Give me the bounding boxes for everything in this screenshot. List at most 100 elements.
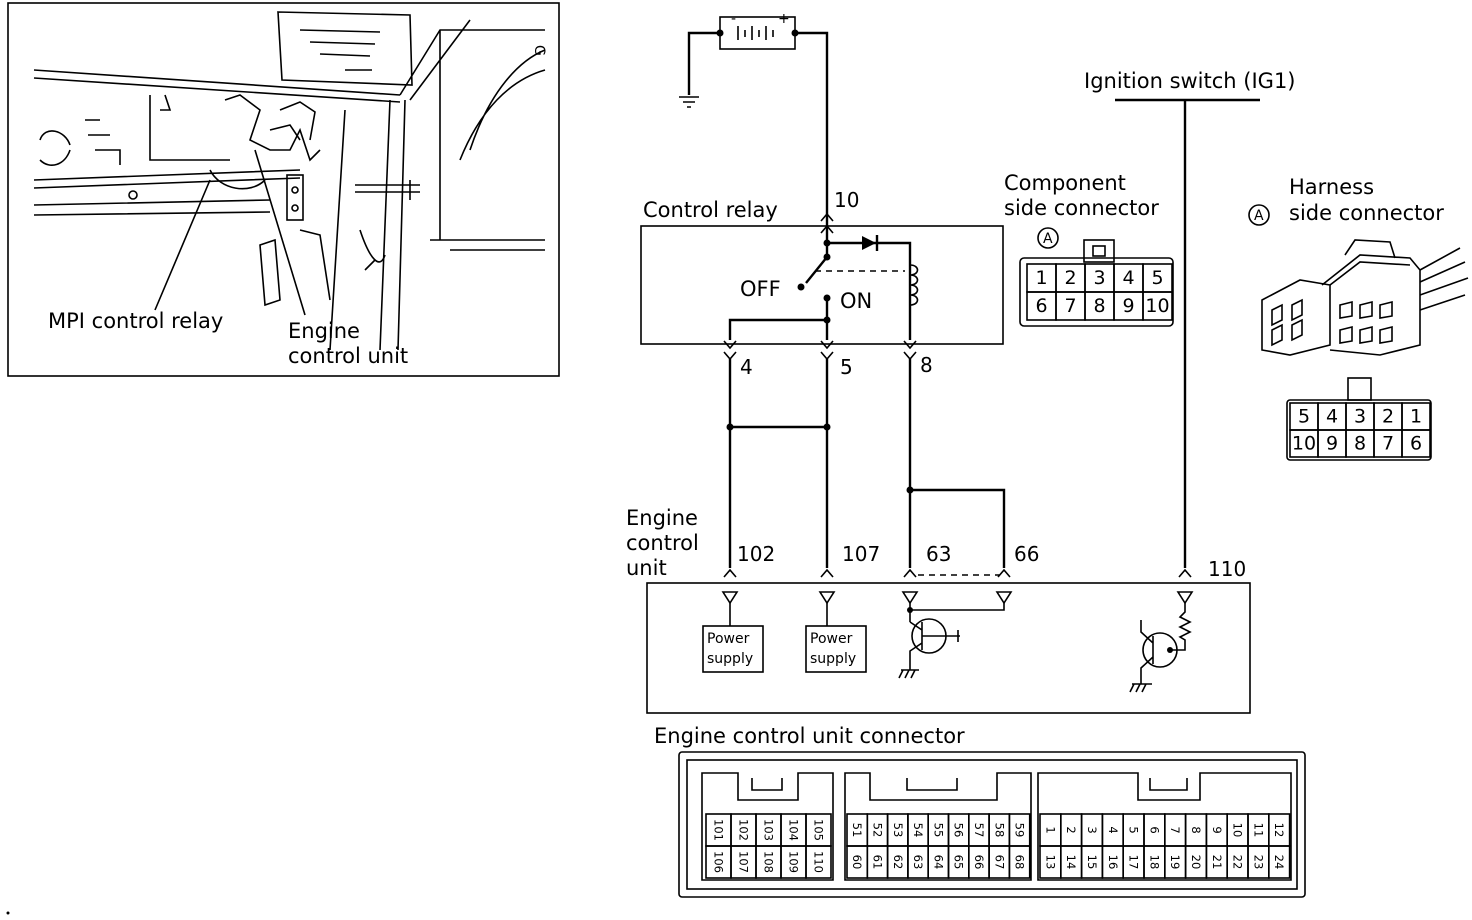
harness-connector-pin-3: 3 bbox=[1354, 406, 1366, 428]
ecu-connector-pin-109: 109 bbox=[787, 851, 801, 873]
component-connector-pin-8: 8 bbox=[1093, 295, 1105, 317]
mpi-control-relay-callout: MPI control relay bbox=[48, 309, 223, 333]
harness-connector-title-line2: side connector bbox=[1289, 201, 1444, 225]
ecu-connector-pin-67: 67 bbox=[992, 855, 1006, 870]
ecu-connector-pin-59: 59 bbox=[1013, 823, 1027, 838]
ignition-switch-label: Ignition switch (IG1) bbox=[1084, 69, 1296, 93]
ecu-callout-line2: control unit bbox=[288, 344, 408, 368]
ecu-connector-pin-9: 9 bbox=[1210, 826, 1224, 833]
harness-connector-pin-10: 10 bbox=[1292, 433, 1316, 455]
ecu-connector-cell bbox=[1008, 845, 1031, 879]
ecu-connector-pin-16: 16 bbox=[1106, 855, 1120, 870]
ecu-connector-title: Engine control unit connector bbox=[654, 724, 965, 748]
ecu-pin-63: 63 bbox=[926, 542, 951, 566]
ecu-connector-pin-58: 58 bbox=[992, 823, 1006, 838]
relay-pin-4: 4 bbox=[740, 355, 753, 379]
relay-pin-8: 8 bbox=[920, 353, 933, 377]
relay-off-label: OFF bbox=[740, 277, 781, 301]
control-relay: Control relay 10 OFF ON 4 5 8 bbox=[640, 188, 1004, 379]
ecu-connector-pin-22: 22 bbox=[1231, 855, 1245, 870]
harness-connector-title-line1: Harness bbox=[1289, 175, 1374, 199]
ecu-pin-107: 107 bbox=[842, 542, 880, 566]
ecu-connector-pin-66: 66 bbox=[972, 855, 986, 870]
ecu-label-line1: Engine bbox=[626, 506, 698, 530]
component-connector-pin-9: 9 bbox=[1122, 295, 1134, 317]
ecu-connector-pin-5: 5 bbox=[1127, 826, 1141, 833]
relay-pin-5: 5 bbox=[840, 355, 853, 379]
component-connector-title-line1: Component bbox=[1004, 171, 1126, 195]
component-connector-pin-10: 10 bbox=[1145, 295, 1169, 317]
harness-connector-pin-2: 2 bbox=[1382, 406, 1394, 428]
ecu-label-line2: control bbox=[626, 531, 699, 555]
component-connector-pin-7: 7 bbox=[1064, 295, 1076, 317]
ecu-pin-102: 102 bbox=[737, 542, 775, 566]
harness-connector-pin-7: 7 bbox=[1382, 433, 1394, 455]
ecu-connector-pin-3: 3 bbox=[1085, 826, 1099, 833]
ecu-connector-pin-53: 53 bbox=[891, 823, 905, 838]
component-connector-pin-1: 1 bbox=[1035, 267, 1047, 289]
engine-control-unit: Engine control unit 102 107 63 66 110 Po… bbox=[626, 506, 1251, 714]
battery-circuit: - + bbox=[679, 11, 829, 226]
harness-connector-pin-8: 8 bbox=[1354, 433, 1366, 455]
ecu-connector-pin-24: 24 bbox=[1272, 855, 1286, 870]
ecu-connector-pin-7: 7 bbox=[1168, 826, 1182, 833]
ecu-connector-pin-56: 56 bbox=[952, 823, 966, 838]
ignition-switch-circuit: Ignition switch (IG1) bbox=[1084, 69, 1296, 568]
ecu-connector-pin-64: 64 bbox=[931, 855, 945, 870]
ecu-connector-pin-13: 13 bbox=[1043, 855, 1057, 870]
ecu-connector-pin-102: 102 bbox=[737, 819, 751, 841]
power-supply-2-line2: supply bbox=[810, 651, 856, 667]
ecu-connector-pin-12: 12 bbox=[1272, 823, 1286, 838]
power-supply-1-line2: supply bbox=[707, 651, 753, 667]
harness-connector-pin-5: 5 bbox=[1298, 406, 1310, 428]
component-connector-pin-2: 2 bbox=[1064, 267, 1076, 289]
ecu-pin-66: 66 bbox=[1014, 542, 1039, 566]
ecu-connector-pin-63: 63 bbox=[911, 855, 925, 870]
view-marker: G bbox=[531, 45, 547, 56]
harness-connector-sketch bbox=[1261, 239, 1469, 356]
ecu-connector-pin-108: 108 bbox=[762, 851, 776, 873]
component-connector-pin-6: 6 bbox=[1035, 295, 1047, 317]
ecu-connector-pin-17: 17 bbox=[1127, 855, 1141, 870]
ecu-connector-pin-110: 110 bbox=[812, 851, 826, 873]
ecu-connector-pin-52: 52 bbox=[870, 823, 884, 838]
ecu-connector-pin-8: 8 bbox=[1189, 826, 1203, 833]
harness-connector-pin-9: 9 bbox=[1326, 433, 1338, 455]
component-connector-pin-3: 3 bbox=[1093, 267, 1105, 289]
ecu-connector-pin-15: 15 bbox=[1085, 855, 1099, 870]
battery-minus: - bbox=[731, 11, 736, 27]
ecu-connector-cell bbox=[805, 845, 832, 879]
ecu-connector-pin-103: 103 bbox=[762, 819, 776, 841]
ecu-connector-pin-105: 105 bbox=[812, 819, 826, 841]
relay-on-label: ON bbox=[840, 289, 872, 313]
component-connector-cell bbox=[1142, 291, 1173, 321]
ecu-connector-pin-19: 19 bbox=[1168, 855, 1182, 870]
component-connector-title-line2: side connector bbox=[1004, 196, 1159, 220]
harness-connector-pin-6: 6 bbox=[1410, 433, 1422, 455]
ecu-connector-cell bbox=[1268, 845, 1291, 879]
ecu-label-line3: unit bbox=[626, 556, 667, 580]
control-relay-title: Control relay bbox=[643, 198, 778, 222]
ecu-connector-pin-55: 55 bbox=[931, 823, 945, 838]
component-connector-marker: A bbox=[1043, 231, 1053, 247]
power-supply-1-line1: Power bbox=[707, 631, 750, 647]
location-illustration: G MPI control relay Engine control unit bbox=[7, 2, 560, 377]
ecu-connector-pin-60: 60 bbox=[850, 855, 864, 870]
ecu-pin-110: 110 bbox=[1208, 557, 1246, 581]
ecu-connector-pin-51: 51 bbox=[850, 823, 864, 838]
ecu-connector-pin-2: 2 bbox=[1064, 826, 1078, 833]
component-connector-pin-5: 5 bbox=[1151, 267, 1163, 289]
power-supply-2-line1: Power bbox=[810, 631, 853, 647]
ecu-connector-pin-101: 101 bbox=[712, 819, 726, 841]
ecu-connector-pin-20: 20 bbox=[1189, 855, 1203, 870]
ecu-connector-pin-18: 18 bbox=[1147, 855, 1161, 870]
ecu-connector-pin-107: 107 bbox=[737, 851, 751, 873]
ecu-connector-pin-57: 57 bbox=[972, 823, 986, 838]
ecu-connector-pin-1: 1 bbox=[1043, 826, 1057, 833]
